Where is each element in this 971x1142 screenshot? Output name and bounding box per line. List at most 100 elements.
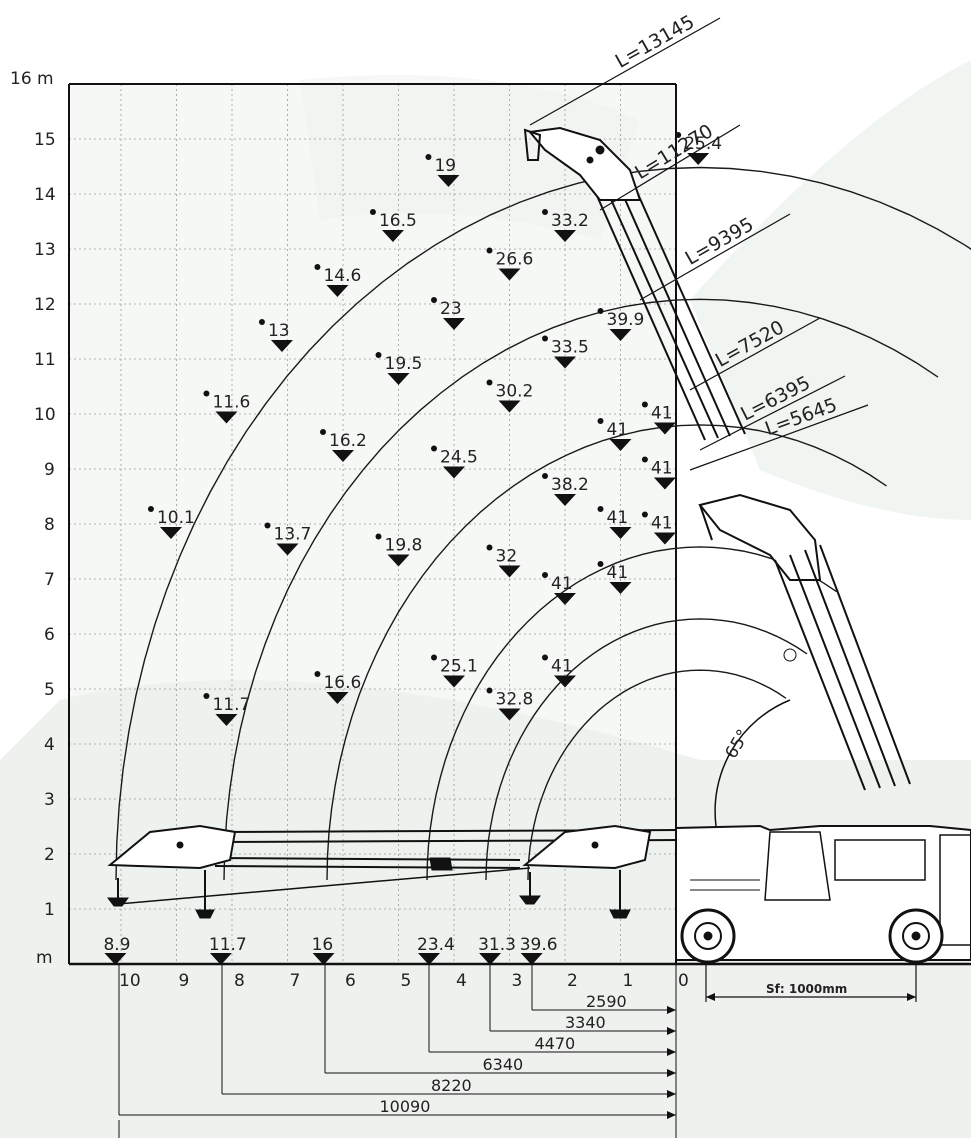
load-dot — [675, 132, 682, 138]
load-dot — [203, 693, 210, 699]
load-value-label: 41 — [651, 404, 673, 424]
load-marker-triangle — [332, 450, 354, 462]
y-tick-label: 1 — [44, 900, 55, 920]
load-value-label: 32.8 — [496, 690, 534, 710]
load-value-label: 19.8 — [385, 536, 423, 556]
load-marker-triangle — [554, 230, 576, 242]
load-dot — [542, 473, 548, 479]
crane-drawings — [107, 126, 971, 964]
x-tick-label: 7 — [290, 971, 301, 991]
y-tick-label: 14 — [34, 185, 56, 205]
load-value-label: 32 — [496, 547, 518, 567]
dimension-value: 2590 — [586, 992, 627, 1011]
dimension-arrow — [667, 1090, 676, 1098]
load-marker-triangle — [554, 593, 576, 605]
x-tick-label: 2 — [567, 971, 578, 991]
x-tick-label: 3 — [512, 971, 523, 991]
ground-marker-triangle — [418, 953, 441, 965]
load-marker-triangle — [498, 708, 521, 721]
load-marker-triangle — [554, 675, 576, 688]
load-dot — [597, 506, 604, 512]
reach-arc — [485, 618, 808, 881]
load-dot — [264, 522, 271, 529]
ground-value-label: 31.3 — [478, 935, 516, 955]
y-tick-label: 11 — [34, 350, 56, 370]
load-dot — [597, 561, 604, 567]
ground-value-label: 23.4 — [417, 935, 455, 955]
load-marker-triangle — [215, 411, 238, 424]
x-tick-label: 0 — [678, 971, 689, 991]
reach-arc — [326, 424, 887, 881]
y-tick-label: 9 — [44, 460, 55, 480]
load-dot — [597, 308, 604, 314]
load-marker-triangle — [653, 422, 676, 435]
load-dot — [369, 209, 376, 215]
load-marker-triangle — [653, 532, 676, 545]
dimension-arrow — [667, 1069, 676, 1077]
load-dot — [425, 154, 432, 160]
load-dot — [641, 511, 648, 518]
y-tick-label: 7 — [44, 570, 55, 590]
y-tick-label: 10 — [34, 405, 56, 425]
reach-arc — [223, 298, 939, 881]
load-value-label: 23 — [440, 299, 462, 319]
load-dot — [314, 264, 321, 270]
load-marker-triangle — [443, 675, 465, 688]
load-value-label: 38.2 — [551, 475, 589, 495]
load-value-label: 25.4 — [684, 134, 722, 154]
load-marker-triangle — [609, 582, 632, 594]
second-boom — [698, 493, 911, 791]
load-value-label: 41 — [607, 508, 629, 528]
ground-marker-triangle — [479, 953, 502, 965]
load-value-label: 26.6 — [496, 250, 534, 270]
ground-value-label: 11.7 — [209, 935, 247, 955]
boom-length-line — [599, 124, 741, 211]
load-marker-triangle — [381, 230, 404, 242]
dimension-value: 10090 — [380, 1097, 431, 1116]
load-marker-triangle — [653, 477, 676, 490]
load-dot — [486, 247, 493, 254]
load-marker-triangle — [554, 494, 576, 506]
boom-length-line — [689, 317, 821, 391]
boom-length-line — [639, 213, 791, 301]
load-marker-triangle — [437, 175, 460, 187]
load-points: 25.41916.514.61311.610.111.733.226.62319… — [147, 132, 722, 726]
dimension-value: 3340 — [565, 1013, 606, 1032]
load-marker-triangle — [326, 692, 349, 704]
dimension-arrow — [667, 1027, 676, 1035]
y-axis-top-label: 16 m — [10, 69, 54, 89]
load-value-label: 19.5 — [385, 354, 423, 374]
load-marker-triangle — [609, 527, 632, 539]
x-tick-label: 10 — [119, 971, 141, 991]
horizontal-booms — [107, 824, 681, 919]
load-dot — [641, 456, 648, 463]
load-dot — [431, 445, 437, 452]
load-value-label: 41 — [607, 420, 629, 440]
load-value-label: 41 — [551, 657, 573, 677]
x-tick-label: 5 — [401, 971, 412, 991]
load-marker-triangle — [554, 356, 576, 369]
load-dot — [486, 687, 493, 694]
load-marker-triangle — [687, 153, 710, 165]
ground-value-label: 39.6 — [520, 935, 558, 955]
boom-length-line — [689, 404, 869, 471]
load-marker-triangle — [498, 400, 521, 413]
wheelbase-dimension: Sf: 1000mm — [705, 964, 917, 1002]
reach-arc — [115, 166, 971, 881]
load-marker-triangle — [159, 527, 182, 539]
load-dot — [375, 352, 382, 358]
load-value-label: 25.1 — [440, 657, 478, 677]
load-dot — [431, 297, 437, 303]
y-tick-label: 2 — [44, 845, 55, 865]
load-dot — [486, 379, 493, 386]
dimension-value: 8220 — [431, 1076, 472, 1095]
ground-value-label: 16 — [312, 935, 334, 955]
load-dot — [542, 572, 548, 578]
load-marker-triangle — [498, 268, 521, 281]
load-marker-triangle — [387, 373, 410, 385]
load-dot — [203, 390, 210, 397]
sf-label: Sf: 1000mm — [766, 982, 847, 996]
